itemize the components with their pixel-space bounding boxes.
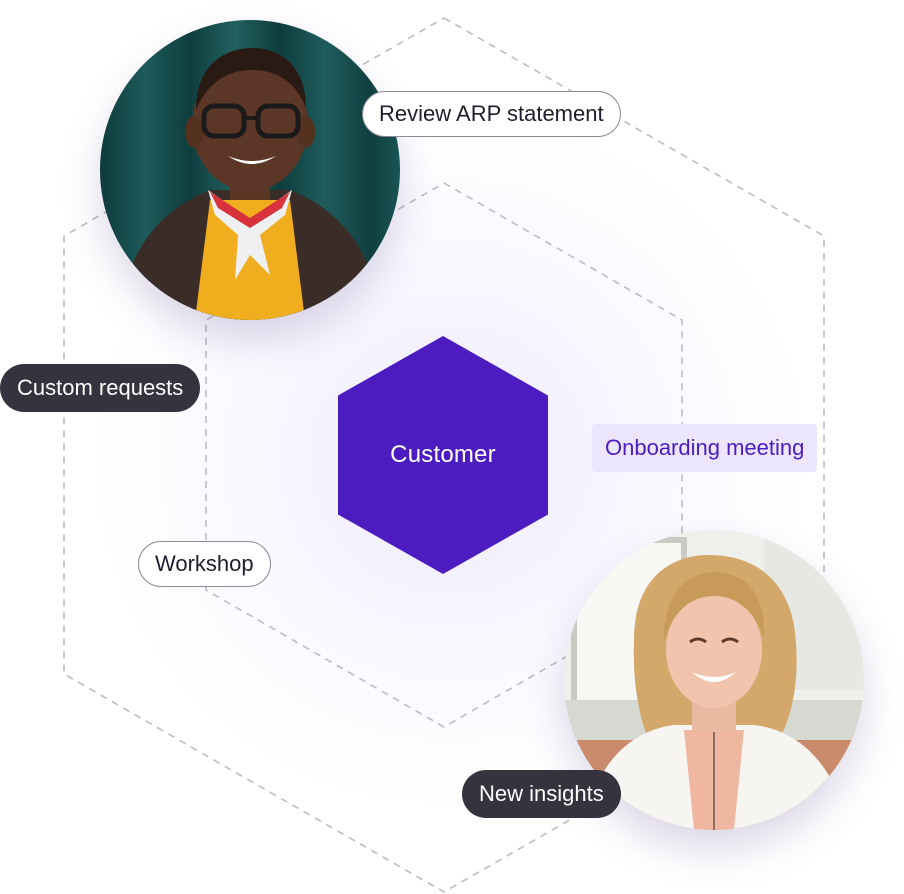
portrait-woman-blonde <box>564 530 864 830</box>
inner-dashed-hexagon <box>205 182 683 728</box>
tag-custom-requests: Custom requests <box>0 364 201 412</box>
tag-new-insights: New insights <box>462 770 621 818</box>
tag-workshop-label: Workshop <box>155 551 254 576</box>
avatar-person-1 <box>100 20 400 320</box>
customer-label: Customer <box>390 441 496 468</box>
tag-review-arp-statement: Review ARP statement <box>362 91 621 137</box>
tag-workshop: Workshop <box>138 541 271 587</box>
avatar-person-2 <box>564 530 864 830</box>
tag-new-insights-label: New insights <box>479 781 604 806</box>
tag-onboarding-label: Onboarding meeting <box>605 435 805 460</box>
tag-custom-requests-label: Custom requests <box>17 375 184 400</box>
tag-onboarding-meeting: Onboarding meeting <box>592 424 818 472</box>
tag-review-label: Review ARP statement <box>379 101 604 126</box>
outer-dashed-hexagon <box>63 17 825 893</box>
portrait-woman-glasses <box>100 20 400 320</box>
